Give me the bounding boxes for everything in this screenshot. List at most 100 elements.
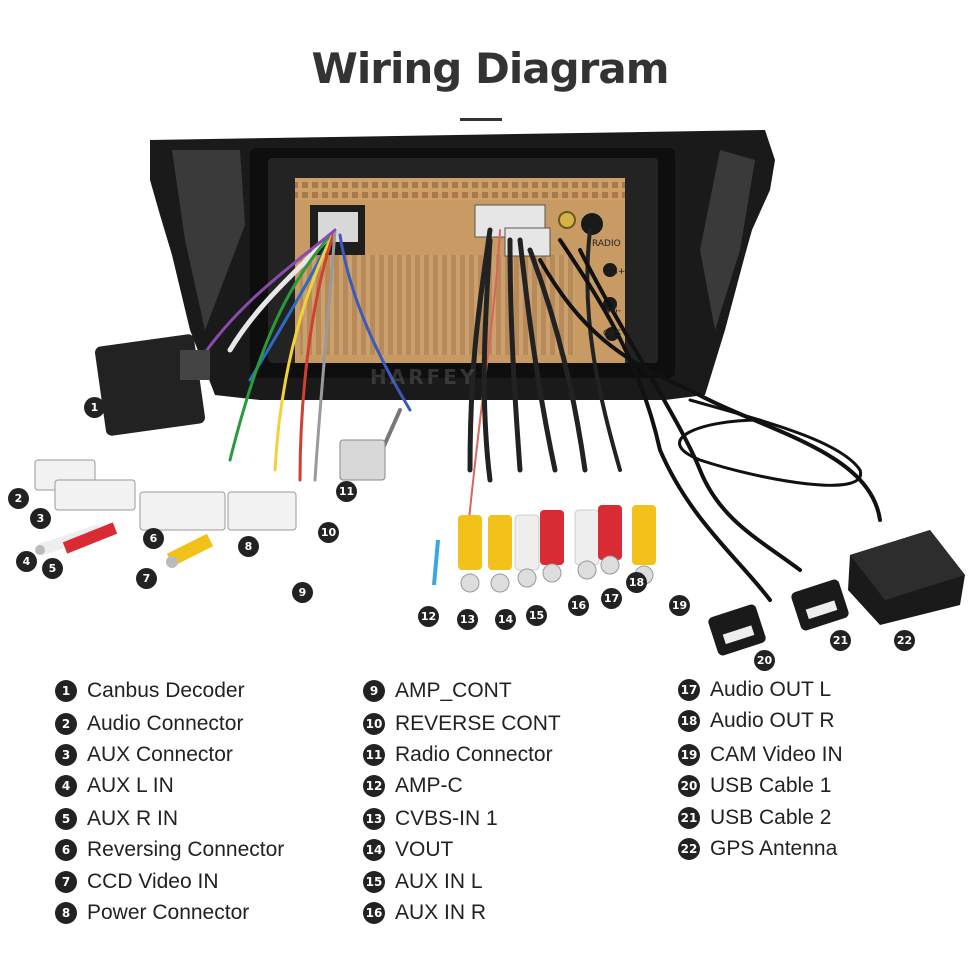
legend-item-1: 1 Canbus Decoder xyxy=(55,679,245,703)
legend-number: 3 xyxy=(55,744,77,766)
legend-item-19: 19 CAM Video IN xyxy=(678,743,843,767)
legend-label: VOUT xyxy=(395,838,454,861)
legend-number: 20 xyxy=(678,775,700,797)
legend-label: AMP_CONT xyxy=(395,679,512,702)
legend-number: 17 xyxy=(678,679,700,701)
legend-number: 16 xyxy=(363,902,385,924)
marker-10: 10 xyxy=(318,522,339,543)
legend-item-6: 6 Reversing Connector xyxy=(55,838,284,862)
legend-number: 14 xyxy=(363,839,385,861)
marker-19: 19 xyxy=(669,595,690,616)
legend-label: REVERSE CONT xyxy=(395,712,561,735)
legend-number: 12 xyxy=(363,775,385,797)
legend-item-15: 15 AUX IN L xyxy=(363,870,483,894)
legend-item-18: 18 Audio OUT R xyxy=(678,709,835,733)
marker-12: 12 xyxy=(418,606,439,627)
white-connectors xyxy=(34,439,386,531)
legend-item-16: 16 AUX IN R xyxy=(363,901,486,925)
legend-item-11: 11 Radio Connector xyxy=(363,743,553,767)
legend-label: AUX Connector xyxy=(87,743,233,766)
legend-item-8: 8 Power Connector xyxy=(55,901,249,925)
marker-1: 1 xyxy=(84,397,105,418)
watermark-text: HARFEY xyxy=(370,365,478,389)
marker-16: 16 xyxy=(568,595,589,616)
canbus-decoder xyxy=(95,334,210,436)
legend-number: 1 xyxy=(55,680,77,702)
marker-17: 17 xyxy=(601,588,622,609)
legend-item-2: 2 Audio Connector xyxy=(55,712,243,736)
legend-number: 15 xyxy=(363,871,385,893)
legend-item-10: 10 REVERSE CONT xyxy=(363,712,561,736)
marker-13: 13 xyxy=(457,609,478,630)
legend-label: Audio Connector xyxy=(87,712,244,735)
port-label-4g-minus: 4G- xyxy=(605,306,621,316)
legend-number: 21 xyxy=(678,807,700,829)
marker-6: 6 xyxy=(143,528,164,549)
legend-number: 22 xyxy=(678,838,700,860)
legend-number: 7 xyxy=(55,871,77,893)
legend-label: GPS Antenna xyxy=(710,837,838,860)
legend-item-4: 4 AUX L IN xyxy=(55,774,174,798)
marker-4: 4 xyxy=(16,551,37,572)
legend-label: AUX L IN xyxy=(87,774,174,797)
marker-15: 15 xyxy=(526,605,547,626)
wiring-illustration: HARFEY RADIO 4G+ 4G- GPS 1 2 3 4 5 6 7 8… xyxy=(0,125,980,671)
legend-label: Audio OUT L xyxy=(710,678,832,701)
legend-item-20: 20 USB Cable 1 xyxy=(678,774,831,798)
port-label-radio: RADIO xyxy=(592,239,621,249)
legend-number: 19 xyxy=(678,744,700,766)
legend-number: 6 xyxy=(55,839,77,861)
legend-number: 9 xyxy=(363,680,385,702)
rca-plugs xyxy=(35,505,656,593)
marker-21: 21 xyxy=(830,630,851,651)
legend-label: CAM Video IN xyxy=(710,743,843,766)
legend-label: CVBS-IN 1 xyxy=(395,807,498,830)
legend-item-13: 13 CVBS-IN 1 xyxy=(363,807,498,831)
port-label-gps: GPS xyxy=(603,329,622,339)
legend-item-7: 7 CCD Video IN xyxy=(55,870,219,894)
legend-label: Audio OUT R xyxy=(710,709,835,732)
legend-number: 4 xyxy=(55,775,77,797)
legend-label: AUX IN R xyxy=(395,901,487,924)
legend-label: USB Cable 1 xyxy=(710,774,832,797)
legend-number: 8 xyxy=(55,902,77,924)
head-unit-chassis xyxy=(295,178,625,363)
marker-7: 7 xyxy=(136,568,157,589)
legend-label: Reversing Connector xyxy=(87,838,285,861)
usb-and-gps xyxy=(708,530,965,656)
marker-3: 3 xyxy=(30,508,51,529)
port-label-4g-plus: 4G+ xyxy=(605,267,626,277)
legend-label: AUX IN L xyxy=(395,870,483,893)
legend-label: CCD Video IN xyxy=(87,870,219,893)
marker-20: 20 xyxy=(754,650,775,671)
legend-item-9: 9 AMP_CONT xyxy=(363,679,512,703)
legend-number: 10 xyxy=(363,713,385,735)
legend-item-5: 5 AUX R IN xyxy=(55,807,178,831)
legend-number: 13 xyxy=(363,808,385,830)
legend-number: 11 xyxy=(363,744,385,766)
page-title: Wiring Diagram xyxy=(311,44,670,93)
legend-label: AUX R IN xyxy=(87,807,179,830)
legend-item-17: 17 Audio OUT L xyxy=(678,678,831,702)
marker-8: 8 xyxy=(238,536,259,557)
wire-bundle xyxy=(198,227,882,602)
legend-item-21: 21 USB Cable 2 xyxy=(678,806,831,830)
marker-22: 22 xyxy=(894,630,915,651)
legend-label: Radio Connector xyxy=(395,743,553,766)
legend-label: AMP-C xyxy=(395,774,463,797)
marker-11: 11 xyxy=(336,481,357,502)
legend-number: 5 xyxy=(55,808,77,830)
legend-label: Canbus Decoder xyxy=(87,679,245,702)
legend-label: USB Cable 2 xyxy=(710,806,832,829)
marker-14: 14 xyxy=(495,609,516,630)
marker-9: 9 xyxy=(292,582,313,603)
legend-item-22: 22 GPS Antenna xyxy=(678,837,837,861)
legend-item-12: 12 AMP-C xyxy=(363,774,463,798)
title-underline xyxy=(460,118,502,121)
marker-5: 5 xyxy=(42,558,63,579)
legend-item-14: 14 VOUT xyxy=(363,838,453,862)
marker-2: 2 xyxy=(8,488,29,509)
legend-number: 2 xyxy=(55,713,77,735)
wiring-illustration-svg xyxy=(34,130,965,656)
legend-label: Power Connector xyxy=(87,901,250,924)
